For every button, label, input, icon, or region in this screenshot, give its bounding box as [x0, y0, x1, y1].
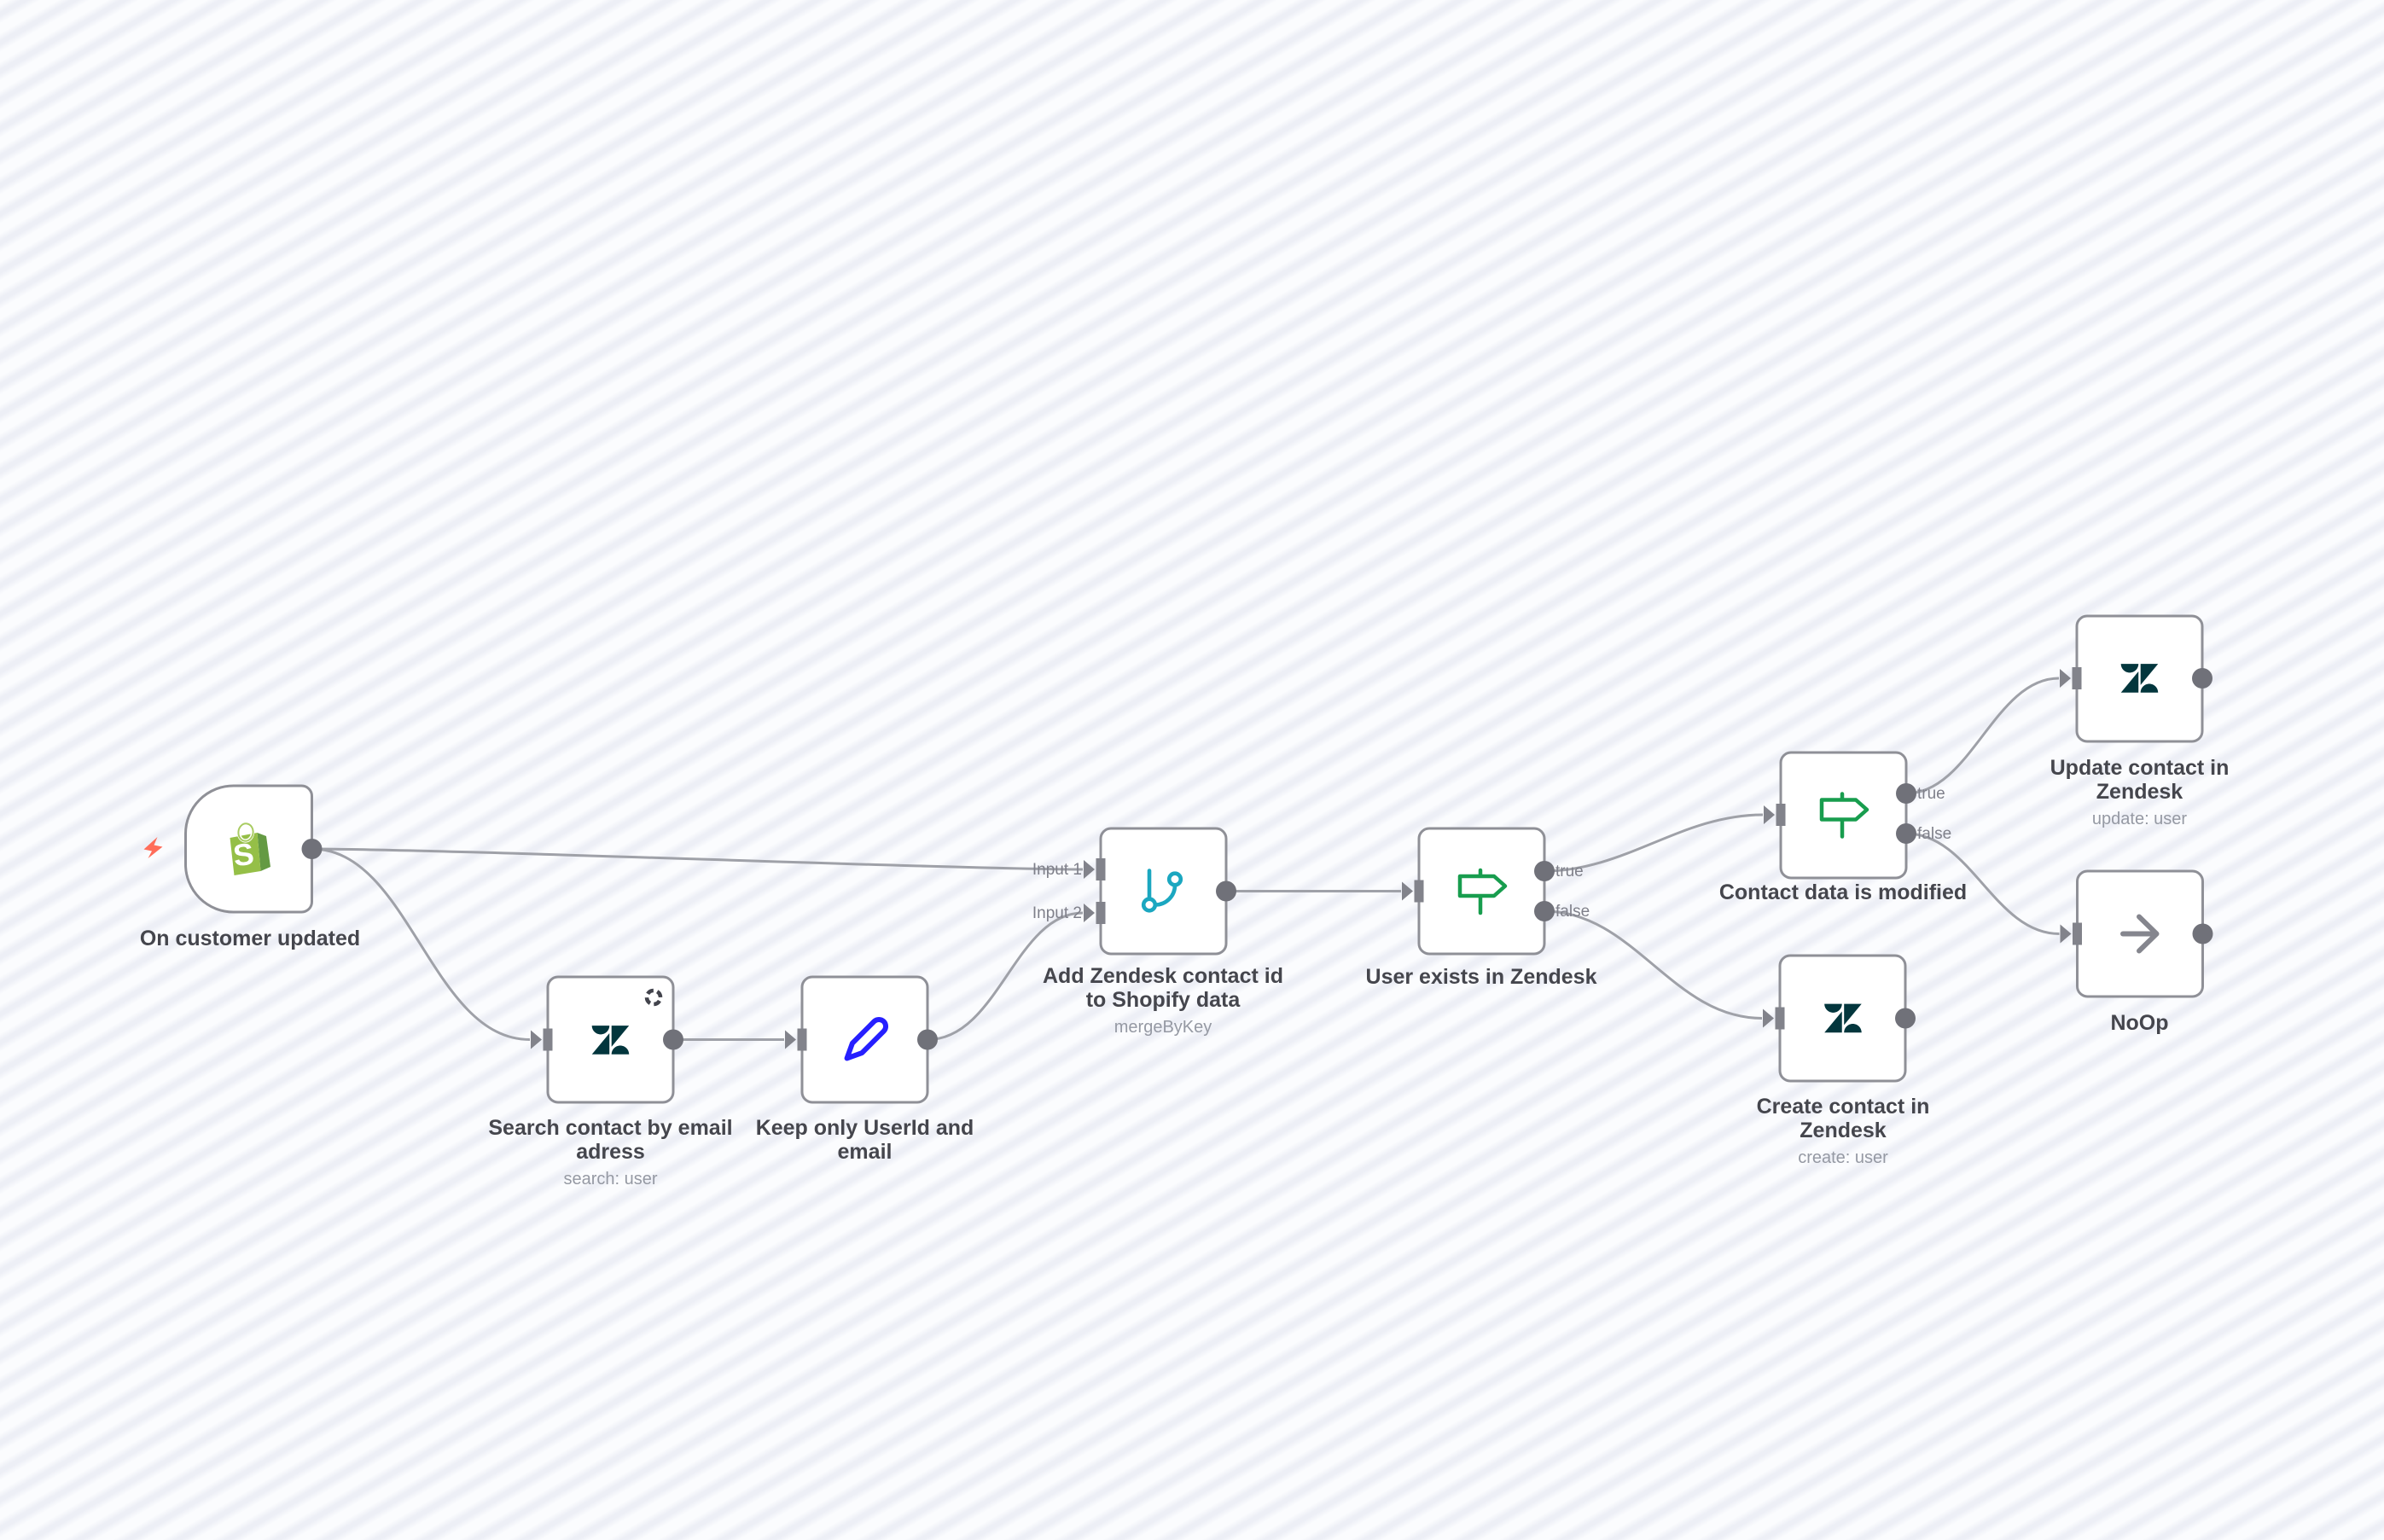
svg-text:On customer updated: On customer updated — [140, 927, 360, 950]
svg-text:update: user: update: user — [2092, 810, 2188, 828]
svg-text:S: S — [231, 836, 256, 874]
svg-text:Search contact by email: Search contact by email — [488, 1116, 732, 1140]
svg-text:Add Zendesk contact id: Add Zendesk contact id — [1043, 964, 1283, 988]
svg-text:Input 1: Input 1 — [1032, 861, 1082, 879]
svg-text:Keep only UserId and: Keep only UserId and — [756, 1116, 974, 1140]
svg-text:Zendesk: Zendesk — [1800, 1119, 1887, 1142]
svg-text:Zendesk: Zendesk — [2096, 780, 2183, 804]
svg-text:false: false — [1917, 825, 1951, 843]
svg-text:NoOp: NoOp — [2110, 1011, 2168, 1035]
svg-text:Input 2: Input 2 — [1032, 904, 1082, 922]
svg-text:mergeByKey: mergeByKey — [1114, 1018, 1212, 1037]
svg-text:search: user: search: user — [563, 1170, 657, 1188]
svg-text:email: email — [838, 1140, 893, 1164]
svg-text:adress: adress — [576, 1140, 645, 1164]
svg-text:Contact data is modified: Contact data is modified — [1719, 880, 1967, 904]
svg-text:Update contact in: Update contact in — [2050, 756, 2230, 780]
svg-text:true: true — [1917, 785, 1945, 803]
svg-text:Create contact in: Create contact in — [1757, 1095, 1930, 1119]
svg-text:create: user: create: user — [1798, 1148, 1888, 1167]
svg-text:User exists in Zendesk: User exists in Zendesk — [1366, 965, 1597, 989]
svg-text:true: true — [1555, 863, 1584, 880]
svg-text:to Shopify data: to Shopify data — [1086, 988, 1241, 1012]
svg-text:false: false — [1555, 903, 1590, 921]
